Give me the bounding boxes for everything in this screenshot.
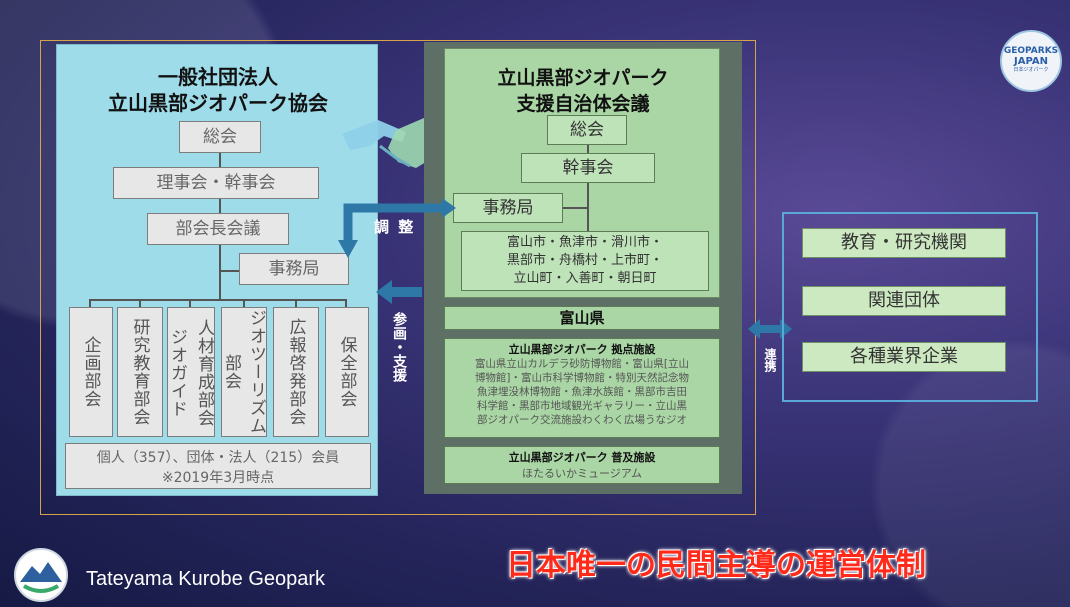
participation-label: 参画・支援	[391, 312, 407, 382]
tateyama-kurobe-geopark-emblem-icon	[14, 548, 68, 602]
research-education-committee: 研究教育部会	[117, 307, 163, 437]
diagram-frame	[40, 40, 756, 515]
spread-facilities-box: 立山黒部ジオパーク 普及施設 ほたるいかミュージアム	[444, 446, 720, 484]
hr-label-line1: 人材育成部会	[194, 319, 214, 427]
geotourism-committee: ジオツーリズム部会	[221, 307, 267, 437]
public-relations-committee: 広報啓発部会	[273, 307, 319, 437]
cities-line2: 黒部市・舟橋村・上市町・	[506, 253, 663, 268]
hr-label-line2: ジオガイド	[167, 328, 187, 418]
board-box: 理事会・幹事会	[113, 167, 319, 199]
collaboration-label: 連携	[763, 348, 777, 372]
members-box: 個人（357）、団体・法人（215）会員 ※2019年3月時点	[65, 443, 371, 489]
member-cities-box: 富山市・魚津市・滑川市・ 黒部市・舟橋村・上市町・ 立山町・入善町・朝日町	[461, 231, 709, 291]
base-facilities-line4: 科学館・黒部市地域観光ギャラリー・立山黒	[477, 400, 687, 412]
logo-line3: 日本ジオパーク	[1013, 67, 1049, 73]
participation-arrow-icon	[376, 280, 422, 304]
association-panel: 一般社団法人 立山黒部ジオパーク協会 総会 理事会・幹事会 部会長会議 事務局 …	[56, 44, 378, 496]
base-facilities-line5: 部ジオパーク交流施設わくわく広場うなジオ	[477, 414, 687, 426]
members-date: ※2019年3月時点	[161, 470, 275, 486]
human-resources-committee: 人材育成部会 ジオガイド	[167, 307, 215, 437]
planning-committee: 企画部会	[69, 307, 113, 437]
coordination-label: 調 整	[374, 218, 416, 236]
coordination-arrow-icon	[338, 198, 456, 258]
association-title-line1: 一般社団法人	[158, 65, 278, 89]
base-facilities-line2: 博物館]・富山市科学博物館・特別天然記念物	[474, 372, 690, 384]
committee-chairs-box: 部会長会議	[147, 213, 289, 245]
geoparks-japan-logo: GEOPARKS JAPAN 日本ジオパーク	[1000, 30, 1062, 92]
cities-line1: 富山市・魚津市・滑川市・	[506, 235, 663, 250]
slogan-text: 日本唯一の民間主導の運営体制	[506, 548, 926, 583]
toyama-prefecture-box: 富山県	[444, 306, 720, 330]
partner-education-research: 教育・研究機関	[802, 228, 1006, 258]
logo-line1: GEOPARKS	[1003, 46, 1059, 56]
conservation-committee: 保全部会	[325, 307, 369, 437]
base-facilities-line3: 魚津埋没林博物館・魚津水族館・黒部市吉田	[477, 386, 687, 398]
base-facilities-line1: 富山県立山カルデラ砂防博物館・富山県[立山	[474, 358, 690, 370]
cities-line3: 立山町・入善町・朝日町	[513, 271, 657, 286]
council-assembly-box: 総会	[547, 115, 627, 145]
council-title-line2: 支援自治体会議	[516, 93, 650, 115]
members-count: 個人（357）、団体・法人（215）会員	[96, 450, 340, 466]
partner-industry-companies: 各種業界企業	[802, 342, 1006, 372]
council-office-box: 事務局	[453, 193, 563, 223]
logo-line2: JAPAN	[1014, 56, 1048, 67]
geopark-brand-text: Tateyama Kurobe Geopark	[86, 568, 326, 590]
association-title-line2: 立山黒部ジオパーク協会	[108, 91, 328, 115]
council-executive-box: 幹事会	[521, 153, 655, 183]
association-office-box: 事務局	[239, 253, 349, 285]
municipalities-council-panel: 立山黒部ジオパーク 支援自治体会議 総会 幹事会 事務局 富山市・魚津市・滑川市…	[444, 48, 720, 298]
council-title-line1: 立山黒部ジオパーク	[497, 67, 669, 89]
partners-box: 教育・研究機関 関連団体 各種業界企業	[782, 212, 1038, 402]
partner-related-organizations: 関連団体	[802, 286, 1006, 316]
base-facilities-box: 立山黒部ジオパーク 拠点施設 富山県立山カルデラ砂防博物館・富山県[立山 博物館…	[444, 338, 720, 438]
spread-facilities-title: 立山黒部ジオパーク 普及施設	[508, 451, 656, 464]
spread-facilities-text: ほたるいかミュージアム	[521, 467, 642, 480]
base-facilities-title: 立山黒部ジオパーク 拠点施設	[508, 343, 656, 356]
general-assembly-box: 総会	[179, 121, 261, 153]
